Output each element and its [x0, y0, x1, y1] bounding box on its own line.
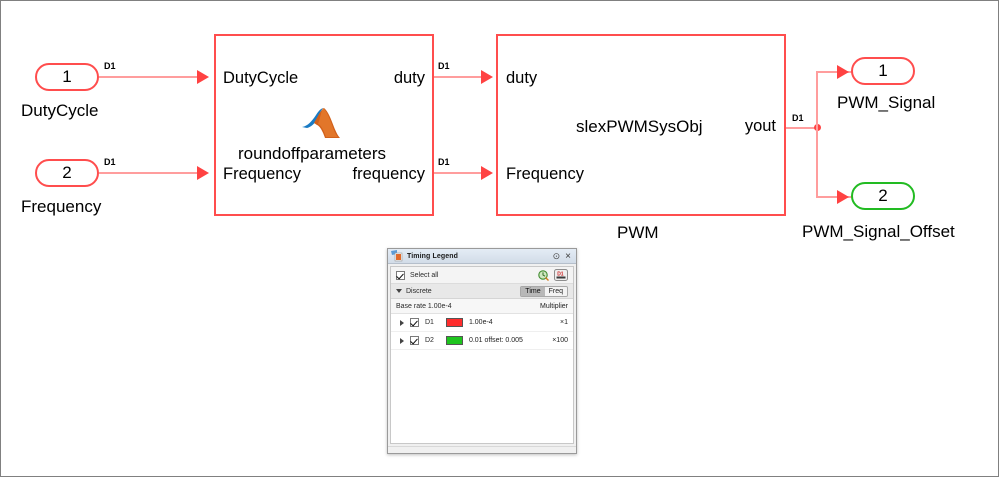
row-id-d2: D2 [425, 337, 434, 344]
inport-label-1: DutyCycle [21, 101, 99, 120]
block-caption-pwm: PWM [617, 223, 659, 242]
wire-yout-stub [786, 127, 818, 129]
arrow-outport1-in [837, 65, 849, 79]
inport-label-2: Frequency [21, 197, 102, 216]
units-toggle-time[interactable]: Time [521, 286, 545, 296]
chevron-right-icon[interactable] [400, 319, 404, 326]
outport-block-1[interactable]: 1 [851, 57, 915, 85]
timing-legend-body: Select all D1 [390, 266, 574, 444]
units-toggle-group[interactable]: Time Freq [520, 285, 568, 297]
block-input-label-frequency: Frequency [223, 165, 301, 183]
wire-to-outport2 [816, 196, 854, 198]
row-multiplier-d1: ×1 [560, 319, 568, 326]
color-swatch-d2 [445, 336, 463, 345]
row-checkbox-d1[interactable] [410, 318, 419, 327]
clock-annotation-icon[interactable] [538, 269, 549, 281]
base-rate-label: Base rate 1.00e-4 [396, 302, 452, 310]
legend-statusbar [388, 446, 576, 453]
table-row[interactable]: D2 0.01 offset: 0.005 ×100 [391, 332, 573, 350]
multiplier-header: Multiplier [539, 302, 568, 310]
signal-tag-duty: D1 [438, 61, 450, 71]
block-roundoffparameters[interactable]: DutyCycle Frequency duty frequency round… [214, 34, 434, 216]
inport-block-2[interactable]: 2 [35, 159, 99, 187]
wire-yout-vertical [816, 72, 818, 197]
arrow-pwm-duty-in [481, 70, 493, 84]
outport-number-2: 2 [878, 186, 888, 205]
block-output-label-duty: duty [393, 69, 425, 87]
svg-text:D1: D1 [557, 271, 564, 277]
units-toggle-freq[interactable]: Freq [544, 286, 567, 296]
chevron-right-icon[interactable] [400, 337, 404, 344]
base-rate-row: Base rate 1.00e-4 Multiplier [391, 299, 573, 314]
chevron-down-icon[interactable] [396, 289, 402, 293]
wire-inport2-to-subsystem [99, 172, 203, 174]
timing-legend-icon [391, 250, 404, 262]
matlab-membrane-icon [301, 106, 345, 140]
row-rate-d1: 1.00e-4 [468, 319, 493, 326]
close-icon[interactable]: × [565, 250, 571, 262]
row-rate-d2: 0.01 offset: 0.005 [468, 337, 523, 344]
group-header-discrete[interactable]: Discrete Time Freq [391, 284, 573, 299]
select-all-label: Select all [410, 271, 439, 279]
block-name-slexpwmsysobj: slexPWMSysObj [576, 117, 703, 136]
inport-block-1[interactable]: 1 [35, 63, 99, 91]
row-checkbox-d2[interactable] [410, 336, 419, 345]
sample-time-display-icon[interactable]: D1 [554, 269, 568, 281]
timing-legend-panel[interactable]: Timing Legend ⊙ × Select all [387, 248, 577, 454]
legend-empty-area [391, 350, 573, 443]
arrow-subsystem-frequency-in [197, 166, 209, 180]
signal-tag-yout: D1 [792, 113, 804, 123]
wire-to-outport1 [816, 71, 854, 73]
wire-frequency-to-pwm [434, 172, 489, 174]
timing-legend-titlebar[interactable]: Timing Legend ⊙ × [388, 249, 576, 264]
timing-legend-title: Timing Legend [407, 252, 458, 260]
arrow-pwm-frequency-in [481, 166, 493, 180]
pwm-output-label-yout: yout [744, 117, 776, 135]
color-swatch-d1 [445, 318, 463, 327]
row-id-d1: D1 [425, 319, 434, 326]
signal-tag-frequency: D1 [438, 157, 450, 167]
group-label-discrete: Discrete [406, 287, 432, 295]
block-name-roundoffparameters: roundoffparameters [238, 144, 387, 163]
inport-number-1: 1 [62, 67, 72, 86]
outport-label-1: PWM_Signal [837, 93, 936, 112]
signal-tag-inport-1: D1 [104, 61, 116, 71]
outport-number-1: 1 [878, 61, 888, 80]
wire-inport1-to-subsystem [99, 76, 203, 78]
select-all-checkbox[interactable] [396, 270, 405, 280]
pwm-input-label-duty: duty [506, 69, 538, 87]
block-input-label-dutycycle: DutyCycle [223, 69, 299, 87]
select-all-row[interactable]: Select all D1 [391, 267, 573, 284]
inport-number-2: 2 [62, 163, 72, 182]
outport-label-2: PWM_Signal_Offset [802, 222, 955, 241]
outport-block-2[interactable]: 2 [851, 182, 915, 210]
row-multiplier-d2: ×100 [552, 337, 568, 344]
block-output-label-frequency: frequency [352, 165, 425, 183]
wire-duty-to-pwm [434, 76, 489, 78]
arrow-subsystem-dutycycle-in [197, 70, 209, 84]
signal-tag-inport-2: D1 [104, 157, 116, 167]
pwm-input-label-frequency: Frequency [506, 165, 584, 183]
minimize-icon[interactable]: ⊙ [552, 250, 561, 261]
table-row[interactable]: D1 1.00e-4 ×1 [391, 314, 573, 332]
block-pwm[interactable]: duty Frequency yout slexPWMSysObj [496, 34, 786, 216]
arrow-outport2-in [837, 190, 849, 204]
